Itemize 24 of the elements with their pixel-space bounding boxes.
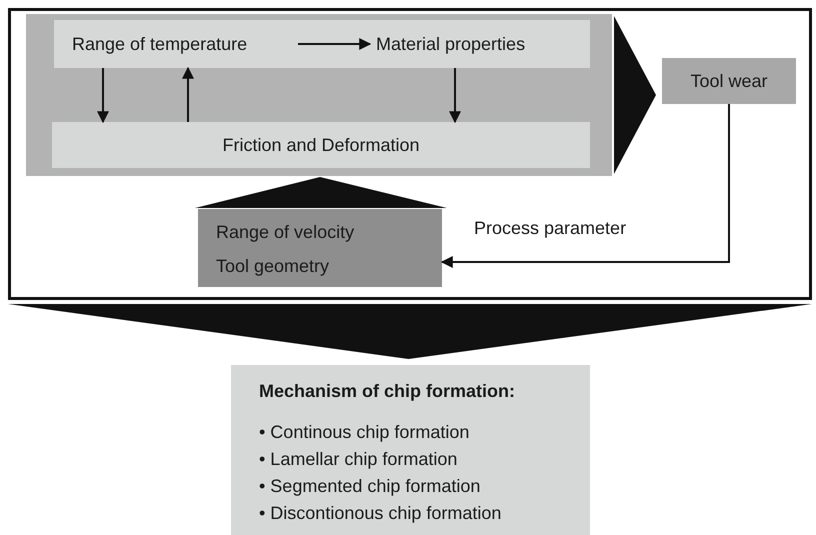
parameter-label: Tool geometry (216, 255, 330, 277)
panel-band (54, 20, 590, 68)
arrow (298, 38, 372, 50)
arrow (97, 68, 109, 124)
parameter-label: Range of velocity (216, 221, 354, 243)
chevron-arrow (8, 304, 812, 359)
node-label: Range of temperature (54, 20, 298, 68)
process-box: Tool wear (662, 58, 796, 104)
result-box (231, 365, 590, 535)
list-heading: Mechanism of chip formation: (259, 380, 516, 402)
process-panel (26, 14, 612, 176)
list-item: • Continous chip formation (259, 421, 470, 443)
chevron-arrow (614, 16, 656, 174)
list-item: • Discontionous chip formation (259, 502, 502, 524)
chevron-arrow (195, 177, 447, 208)
list-item: • Segmented chip formation (259, 475, 480, 497)
process-box: Friction and Deformation (52, 122, 590, 168)
list-item: • Lamellar chip formation (259, 448, 458, 470)
arrow (440, 104, 730, 268)
arrow (449, 68, 461, 124)
arrow (182, 66, 194, 122)
parameter-box (198, 209, 442, 287)
diagram-frame (8, 8, 812, 300)
node-label: Material properties (370, 20, 590, 68)
